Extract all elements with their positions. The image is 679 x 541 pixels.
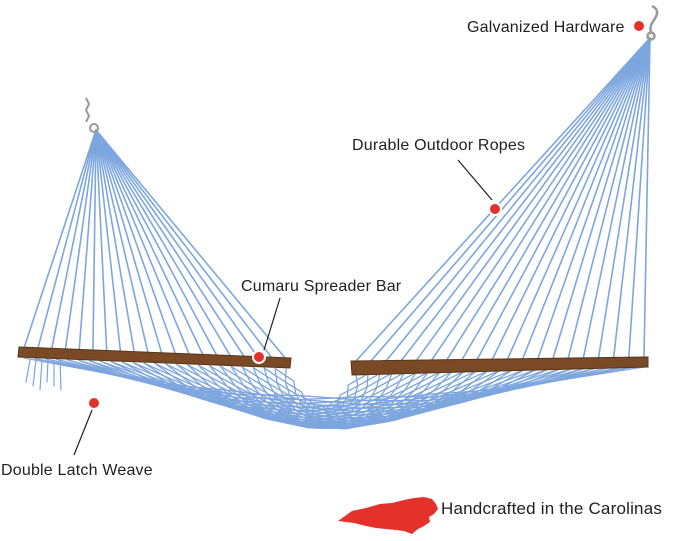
- north-carolina-state-icon: [338, 497, 438, 534]
- ropes-marker: [488, 202, 502, 216]
- hardware-marker: [632, 19, 646, 33]
- origin-statement: Handcrafted in the Carolinas: [441, 499, 663, 518]
- left-hanging-chain: [84, 97, 99, 133]
- hammock-net-weave: [23, 357, 645, 430]
- ropes-callout-label: Durable Outdoor Ropes: [352, 137, 526, 154]
- spreader-bar-marker: [252, 350, 266, 364]
- left-suspension-ropes: [23, 129, 287, 360]
- left-spreader-bar: [17, 346, 292, 369]
- weave-leader-line: [73, 409, 93, 456]
- bar-leader-line: [263, 297, 281, 351]
- right-hanging-hook: [646, 4, 659, 41]
- spreader-bar-callout-label: Cumaru Spreader Bar: [241, 278, 402, 295]
- right-spreader-bar: [350, 356, 649, 376]
- hardware-callout-label: Galvanized Hardware: [467, 19, 625, 36]
- right-suspension-ropes: [355, 37, 651, 362]
- ropes-leader-line: [457, 159, 493, 201]
- weave-marker: [87, 396, 101, 410]
- weave-callout-label: Double Latch Weave: [1, 462, 153, 479]
